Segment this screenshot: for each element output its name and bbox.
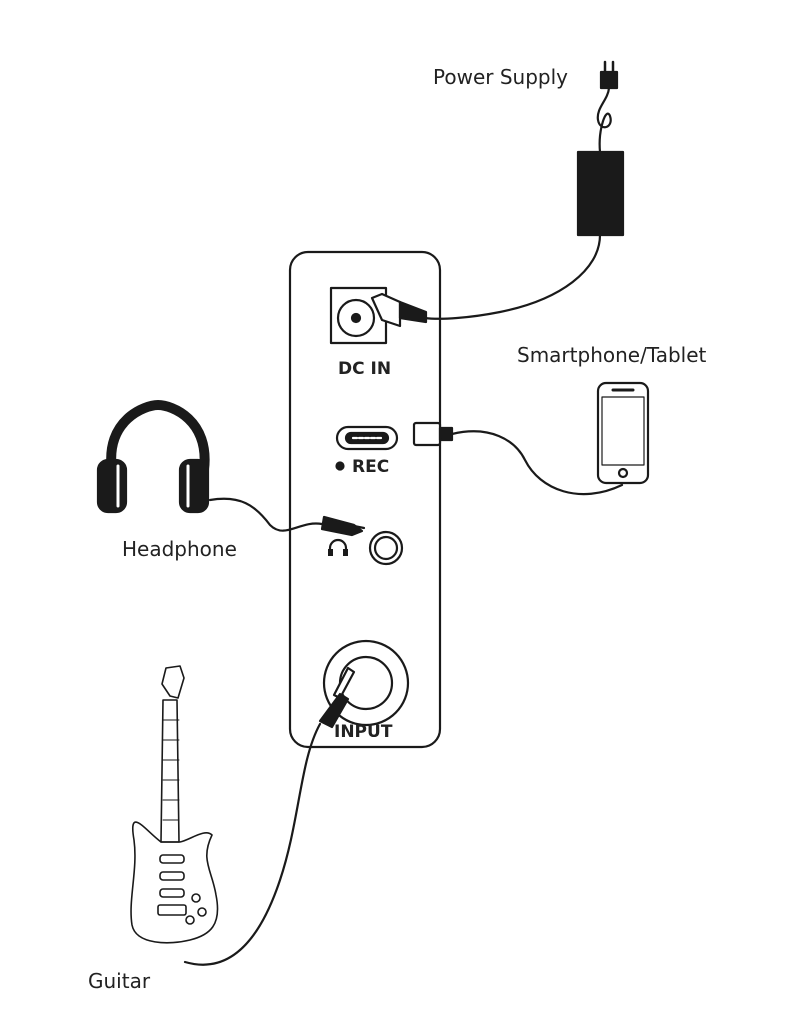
usb-plug [412,421,624,496]
power-supply [423,60,625,320]
dc-in-label: DC IN [338,359,391,379]
headphone-cable [208,497,324,532]
audio-interface-body [288,250,442,749]
rec-dot [335,461,345,471]
label-guitar: Guitar [88,969,151,993]
label-power-supply: Power Supply [433,65,568,89]
input-label: INPUT [334,722,393,742]
headphone-icon [328,538,348,556]
guitar-cable [183,722,322,966]
smartphone [596,381,650,485]
headphones [96,400,210,514]
label-headphone: Headphone [122,537,237,561]
headphone-jack[interactable] [368,530,404,566]
headphone-plug [208,497,366,537]
usb-c-port[interactable] [335,425,399,451]
power-cable [423,233,602,320]
phone-cable [450,430,624,496]
dc-plug [370,292,428,328]
guitar-plug [183,666,356,966]
label-smartphone: Smartphone/Tablet [517,343,707,367]
rec-label: REC [352,457,389,477]
guitar [130,665,219,944]
